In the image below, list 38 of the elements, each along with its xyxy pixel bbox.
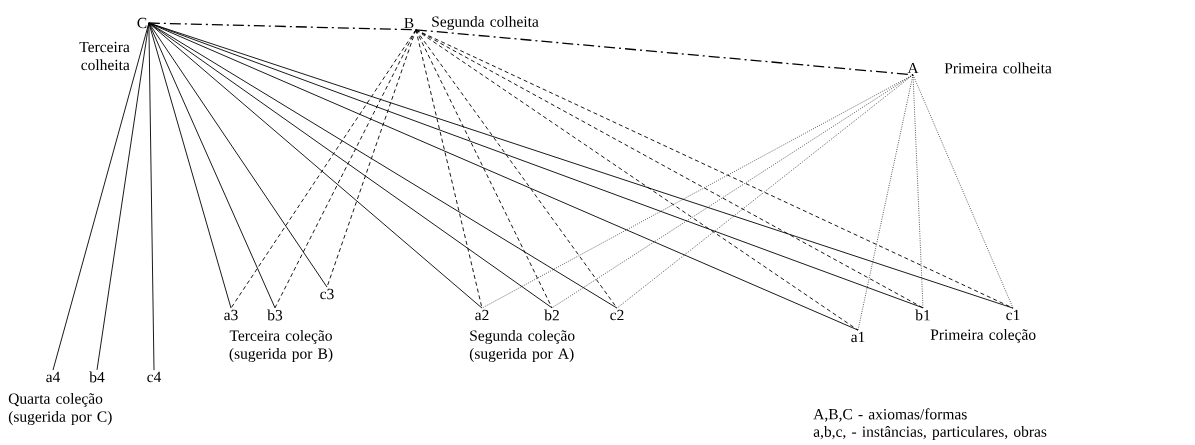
line [415,29,553,309]
line [481,74,914,309]
line [274,29,417,309]
caption-text: a,b,c, - instâncias, particulares, obras [813,425,1047,441]
line [415,29,618,309]
line [52,22,150,371]
line [415,29,859,331]
line [912,74,924,309]
point-label: c1 [1006,309,1020,321]
line [616,74,914,309]
caption-text: Primeira coleção [930,328,1036,344]
line [415,29,1014,309]
line [230,29,417,309]
harvest-label: Segunda colheita [432,15,539,31]
point-label: c4 [147,371,162,383]
point-label: A [907,62,919,74]
point-label: a2 [475,309,489,321]
caption-text: Quarta coleção (sugerida por C) [8,392,112,426]
caption-text: Segunda coleção (sugerida por A) [469,329,575,363]
harvest-label: Terceira colheita [79,41,130,71]
caption-text: A,B,C - axiomas/formas [813,408,967,422]
point-label: a4 [46,371,61,383]
line [148,22,155,371]
line [148,22,328,288]
point-label: B [404,17,414,29]
caption-text: Terceira coleção (sugerida por B) [229,329,333,363]
point-label: b2 [544,309,559,321]
point-label: b1 [915,309,930,321]
point-label: a1 [851,331,865,343]
harvest-label: Primeira colheita [944,62,1052,74]
point-label: a3 [224,309,238,321]
point-label: b3 [267,309,283,321]
point-label: C [137,17,147,29]
point-label: b4 [89,371,105,383]
line [148,22,276,309]
line [912,74,1014,309]
point-label: c2 [610,309,624,321]
point-label: c3 [320,288,334,300]
